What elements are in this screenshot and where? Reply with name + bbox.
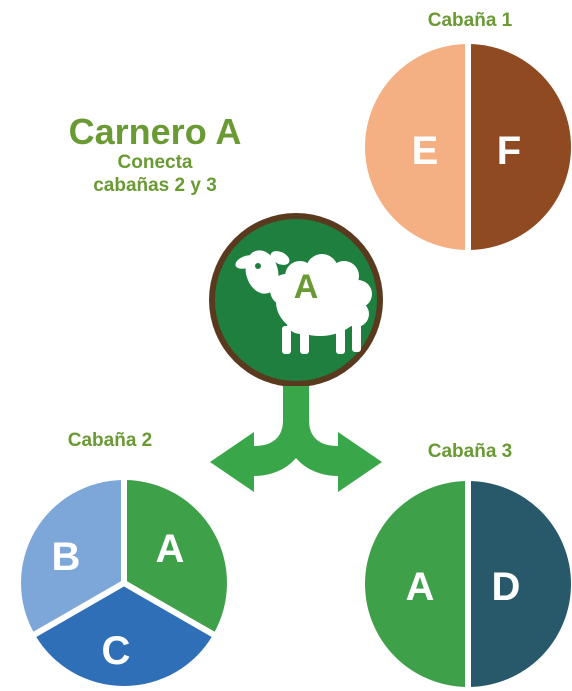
cabin-3-segment-a — [365, 481, 468, 687]
cabin-2-circle: A B C — [21, 476, 227, 686]
cabin-1-title: Cabaña 1 — [427, 10, 513, 31]
cabin-3-segment-d — [468, 481, 571, 687]
ram-badge-letter: A — [294, 268, 319, 306]
cabin-1-segment-e — [365, 44, 468, 250]
cabin-2-title: Cabaña 2 — [67, 430, 153, 451]
cabin-3-circle: A D — [365, 481, 571, 687]
cabin-2-label-a: A — [156, 527, 185, 571]
cabin-1-label-f: F — [497, 129, 521, 173]
ram-badge: A — [209, 213, 383, 387]
sheep-eye-icon — [255, 263, 261, 269]
cabin-1-circle: E F — [365, 44, 571, 250]
split-arrow-icon — [210, 386, 382, 492]
ram-subtitle-line2: cabañas 2 y 3 — [93, 175, 217, 196]
cabin-2-divider-3 — [30, 580, 126, 639]
cabin-2-divider-2 — [122, 580, 218, 639]
cabin-1-label-e: E — [412, 129, 439, 173]
ram-subtitle-line1: Conecta — [117, 152, 193, 173]
sheep-icon — [235, 250, 372, 354]
cabin-1-segment-f — [468, 44, 571, 250]
cabin-3-label-d: D — [492, 565, 521, 609]
ram-title: Carnero A — [68, 111, 242, 152]
cabin-3-title: Cabaña 3 — [427, 441, 513, 462]
cabin-2-segment-c — [34, 583, 214, 686]
cabin-2-label-b: B — [52, 535, 81, 579]
cabin-2-label-c: C — [102, 629, 131, 673]
cabin-3-label-a: A — [406, 565, 435, 609]
